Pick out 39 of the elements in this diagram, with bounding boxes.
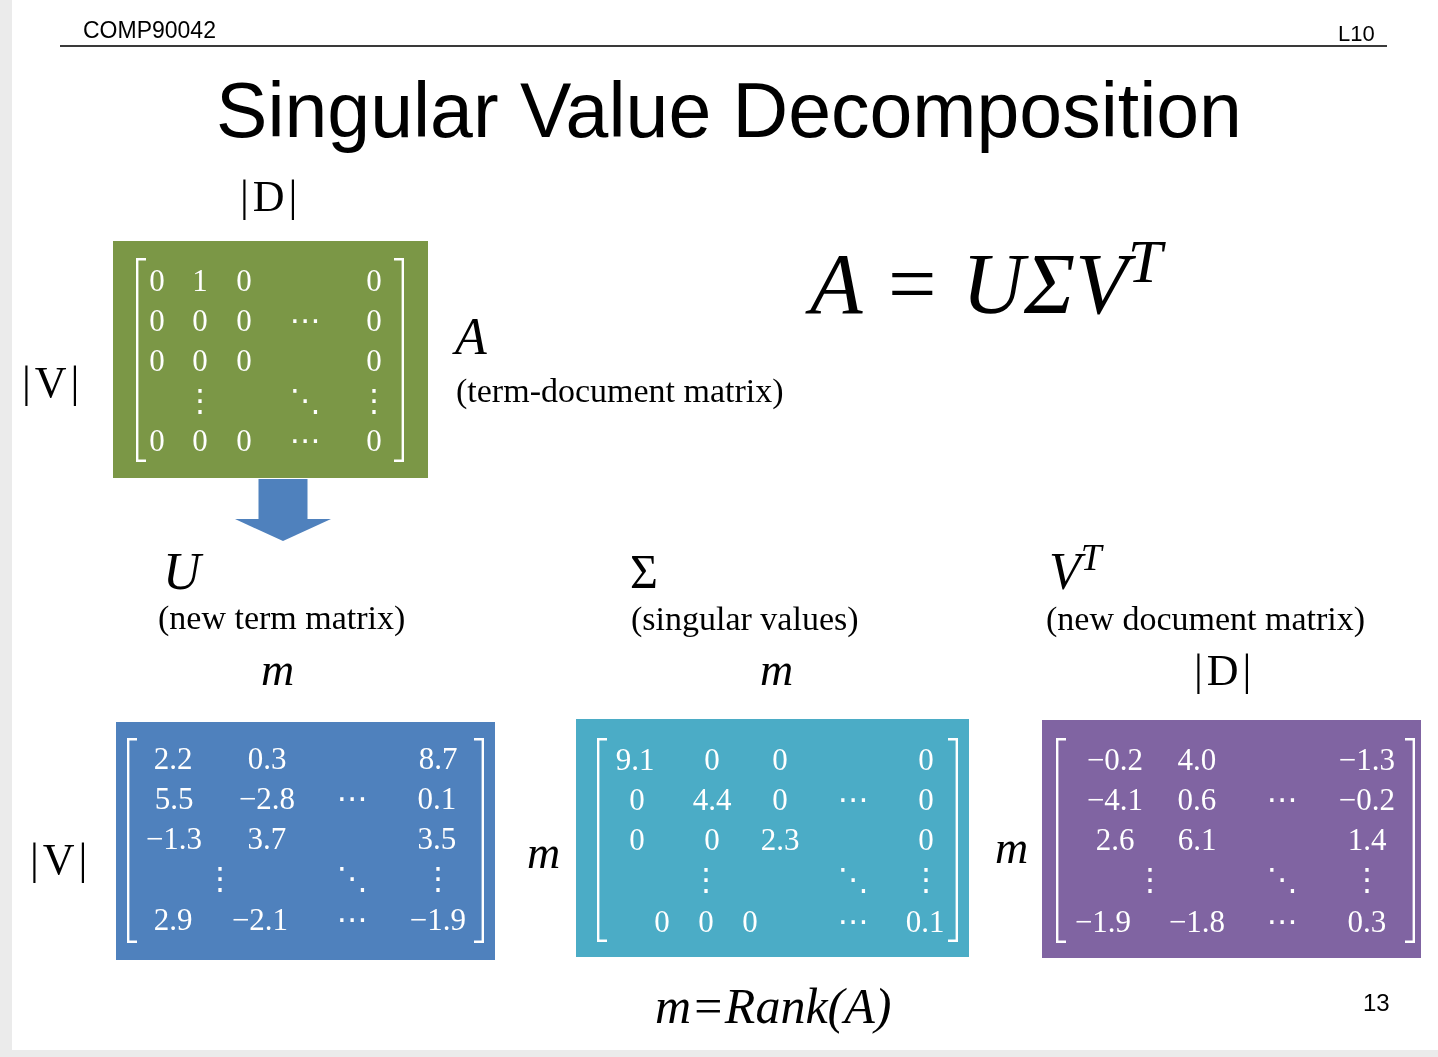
matrix-row: 0 0 0 0 (149, 345, 382, 376)
slide-title: Singular Value Decomposition (216, 66, 1242, 156)
matrix-caption: (term-document matrix) (456, 370, 784, 411)
dimension-label: m (260, 643, 296, 698)
matrix-row: −1.9 −1.8 ⋯ 0.3 (1074, 906, 1387, 937)
matrix-row: 0 4.4 0 ⋯ 0 (629, 784, 934, 815)
matrix-row: 2.6 6.1 1.4 (1095, 824, 1387, 855)
matrix-row: −0.2 4.0 −1.3 (1086, 744, 1396, 775)
dimension-label: |D| (240, 171, 302, 224)
matrix-symbol: A (449, 303, 494, 371)
matrix-row: 0 0 2.3 0 (629, 824, 934, 855)
matrix-row: ⋮ ⋱ ⋮ (184, 385, 390, 416)
matrix-row: 2.2 0.3 8.7 (153, 743, 458, 774)
page-number: 13 (1363, 988, 1390, 1019)
matrix-row: 0 0 0 ⋯ 0 (149, 425, 382, 456)
matrix-symbol: Σ (630, 543, 658, 600)
dimension-label: |V| (30, 834, 92, 887)
matrix-row: ⋮ ⋱ ⋮ (690, 864, 942, 895)
matrix-row: −1.3 3.7 3.5 (145, 823, 457, 854)
svd-formula: A = UΣV$^{T}$ (801, 229, 1175, 341)
matrix-row: ⋮ ⋱ ⋮ (1134, 864, 1383, 895)
matrix-row: 0 0 0 ⋯ 0.1 (654, 906, 945, 937)
matrix-row: 9.1 0 0 0 (615, 744, 934, 775)
matrix-row: −4.1 0.6 ⋯ −0.2 (1086, 784, 1396, 815)
matrix-row: 2.9 −2.1 ⋯ −1.9 (153, 904, 467, 935)
dimension-label: |D| (1194, 645, 1256, 698)
dimension-label: |V| (22, 357, 84, 410)
dimension-label: m (994, 821, 1030, 876)
block-arrow (235, 479, 331, 541)
matrix-caption: (singular values) (631, 598, 859, 639)
matrix-row: ⋮ ⋱ ⋮ (204, 863, 454, 894)
course-code: COMP90042 (83, 15, 216, 45)
rank-formula: m=Rank(A) (654, 976, 893, 1036)
matrix-row: 0 0 0 ⋯ 0 (149, 305, 382, 336)
lecture-number: L10 (1338, 19, 1375, 48)
dimension-label: m (526, 826, 562, 881)
matrix-row: 5.5 −2.8 ⋯ 0.1 (154, 783, 457, 814)
dimension-label: m (759, 643, 795, 698)
matrix-row: 0 1 0 0 (149, 265, 382, 296)
